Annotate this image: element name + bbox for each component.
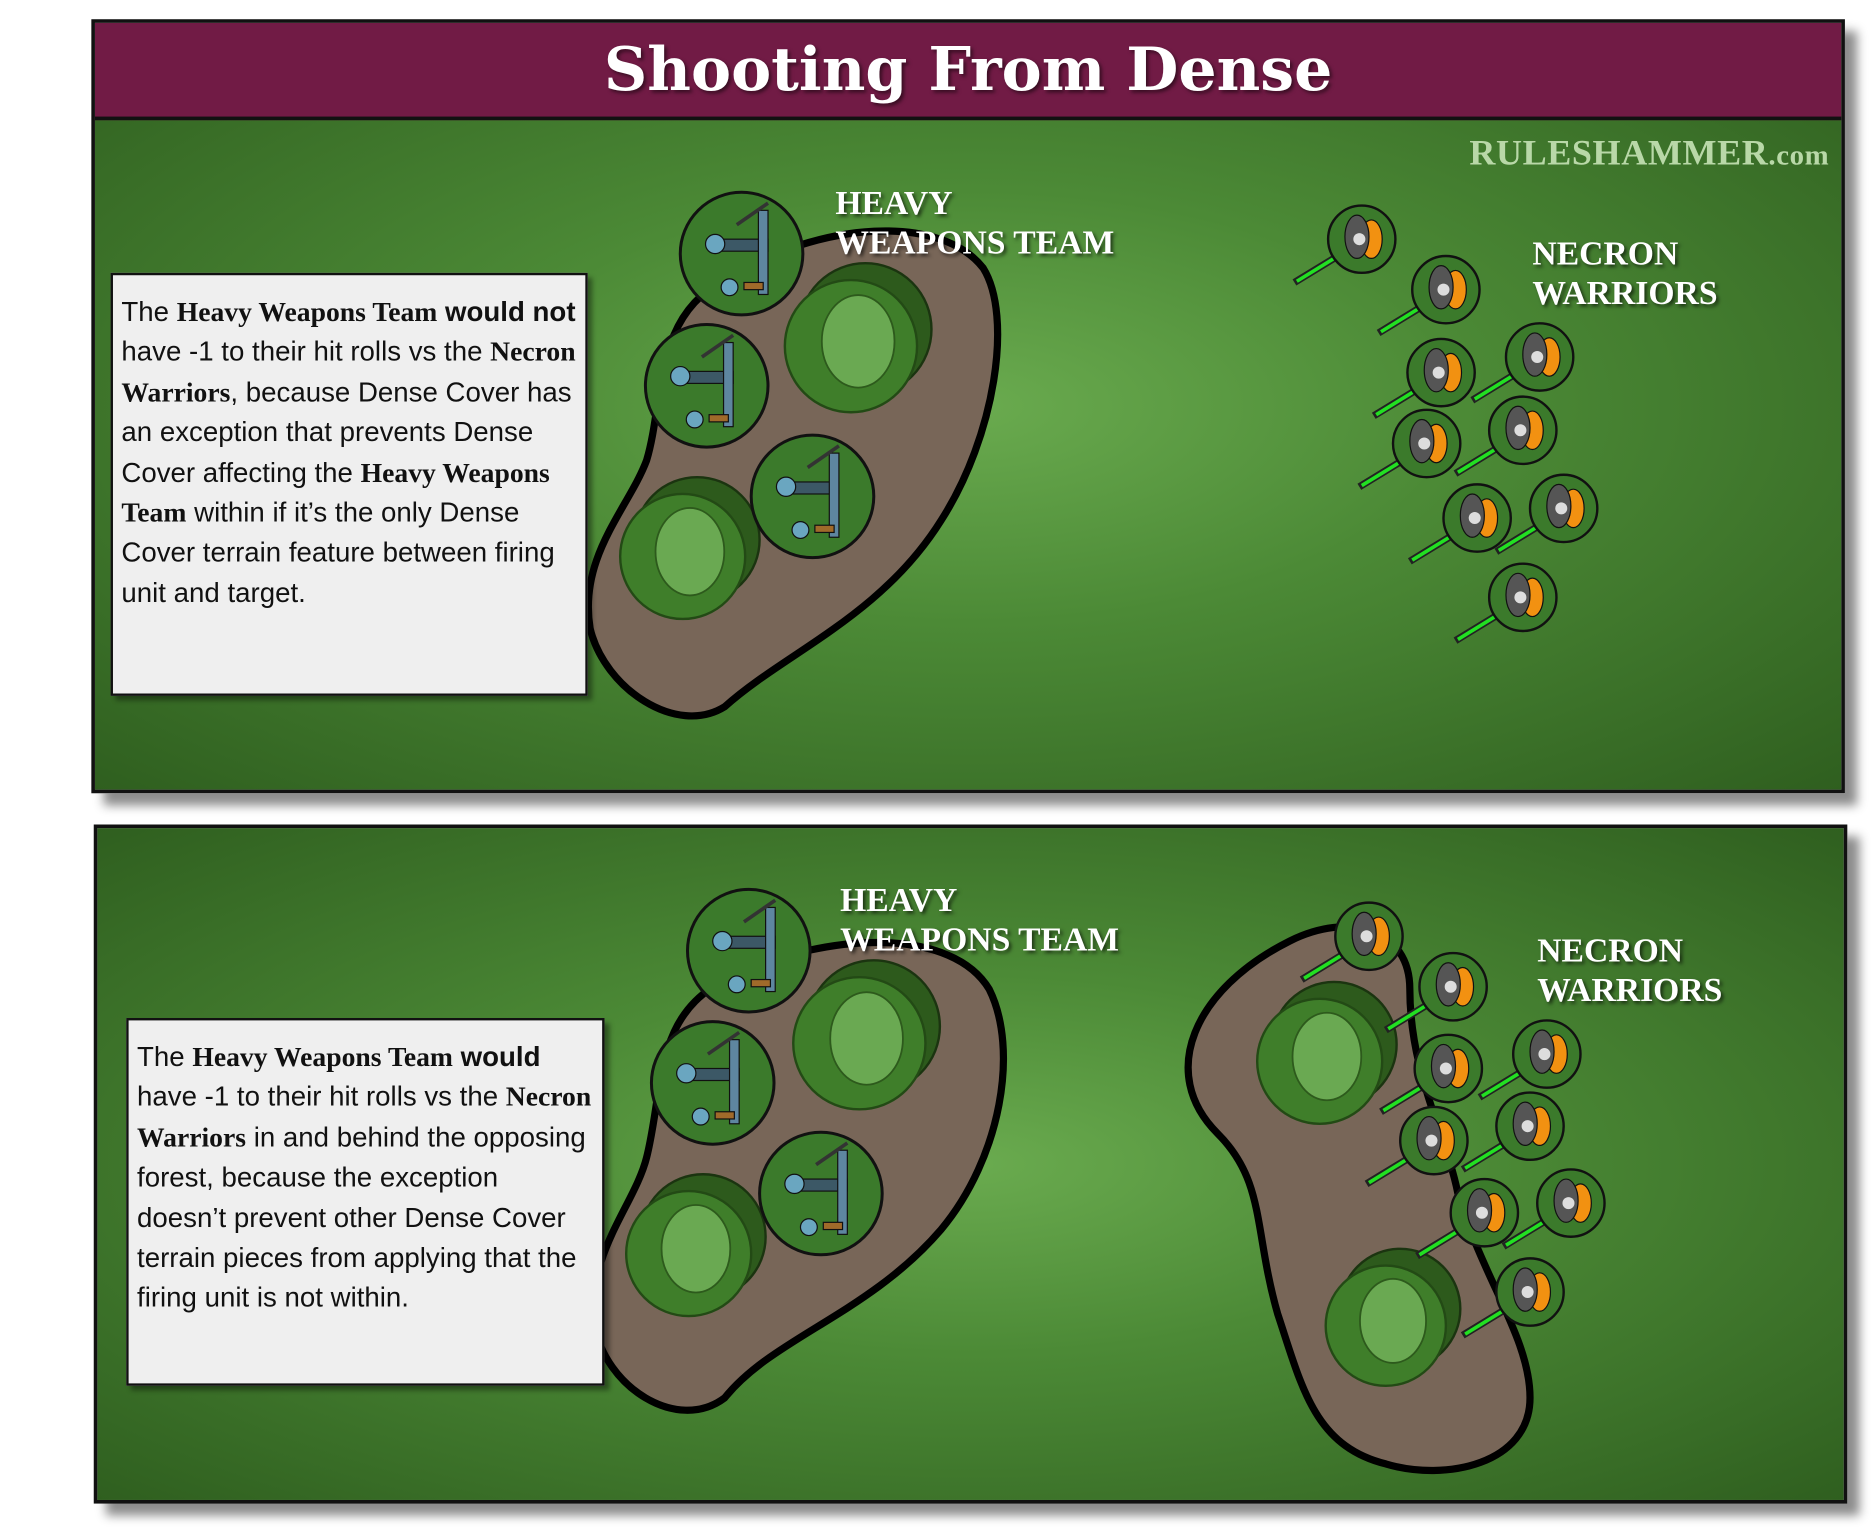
page-title: Shooting From Dense	[94, 22, 1842, 121]
text-run: The	[137, 1040, 193, 1073]
text-run: have -1 to their hit rolls vs the	[121, 335, 491, 368]
text-run: would	[460, 1040, 541, 1073]
tree-icon	[783, 262, 933, 414]
brand-watermark: RULESHAMMER.com	[1469, 133, 1829, 174]
tree-icon	[1324, 1247, 1462, 1387]
necron-warrior-model	[1376, 254, 1481, 337]
text-run: in and behind the opposing forest, becau…	[137, 1121, 586, 1314]
necron-warrior-model	[1292, 204, 1397, 286]
heavy-weapons-team-model	[643, 323, 770, 449]
text-run: within if it’s the only Dense Cover terr…	[121, 496, 555, 608]
heavy-weapons-team-model	[649, 1020, 776, 1146]
tree-icon	[792, 959, 942, 1111]
necron-warrior-model	[1379, 1033, 1484, 1115]
tree-icon	[1255, 980, 1398, 1125]
text-run: Heavy Weapons Team	[192, 1042, 453, 1073]
necron-warrior-model	[1501, 1168, 1606, 1250]
text-run: The	[121, 295, 177, 327]
text-run: have -1 to their hit rolls vs the	[137, 1080, 506, 1113]
text-run: Necron Warriors	[137, 1082, 592, 1153]
heavy-weapons-team-model	[758, 1130, 884, 1257]
necron-warrior-model	[1453, 395, 1558, 477]
necron-warrior-model	[1494, 473, 1599, 555]
explanation-box: The Heavy Weapons Team would not have -1…	[110, 272, 588, 696]
text-run: would not	[445, 295, 576, 327]
text-run: Heavy Weapons Team	[176, 296, 438, 327]
heavy-weapons-team-model	[678, 190, 805, 317]
necron-warrior-model	[1460, 1091, 1565, 1173]
heavy-weapons-team-model	[749, 433, 876, 560]
necron-warrior-model	[1470, 322, 1575, 404]
necron-warrior-model	[1407, 483, 1512, 565]
brand-name: RULESHAMMER	[1469, 133, 1769, 174]
text-run: Heavy Weapons Team	[121, 457, 550, 528]
necron-warrior-model	[1357, 408, 1462, 490]
necron-warrior-model	[1415, 1177, 1520, 1260]
battlefield-map-bottom	[590, 887, 1606, 1475]
necron-warrior-model	[1371, 337, 1476, 419]
necron-warrior-model	[1299, 901, 1404, 983]
necron-warrior-model	[1364, 1105, 1469, 1187]
text-run: , because Dense Cover has an exception t…	[121, 375, 572, 488]
tree-icon	[618, 475, 761, 621]
top-diagram-panel: Shooting From Dense RULESHAMMER.com HEAV…	[91, 19, 1845, 794]
brand-suffix: .com	[1768, 140, 1830, 172]
tree-icon	[624, 1173, 767, 1318]
necron-warrior-model	[1453, 562, 1558, 644]
explanation-box: The Heavy Weapons Team would have -1 to …	[126, 1018, 605, 1386]
necron-warrior-model	[1477, 1019, 1582, 1101]
text-run: Necron Warriors	[121, 337, 576, 408]
necron-warrior-model	[1383, 951, 1488, 1034]
battlefield-map-top	[584, 190, 1599, 720]
heavy-weapons-team-model	[685, 887, 812, 1014]
necron-warrior-model	[1460, 1257, 1565, 1339]
